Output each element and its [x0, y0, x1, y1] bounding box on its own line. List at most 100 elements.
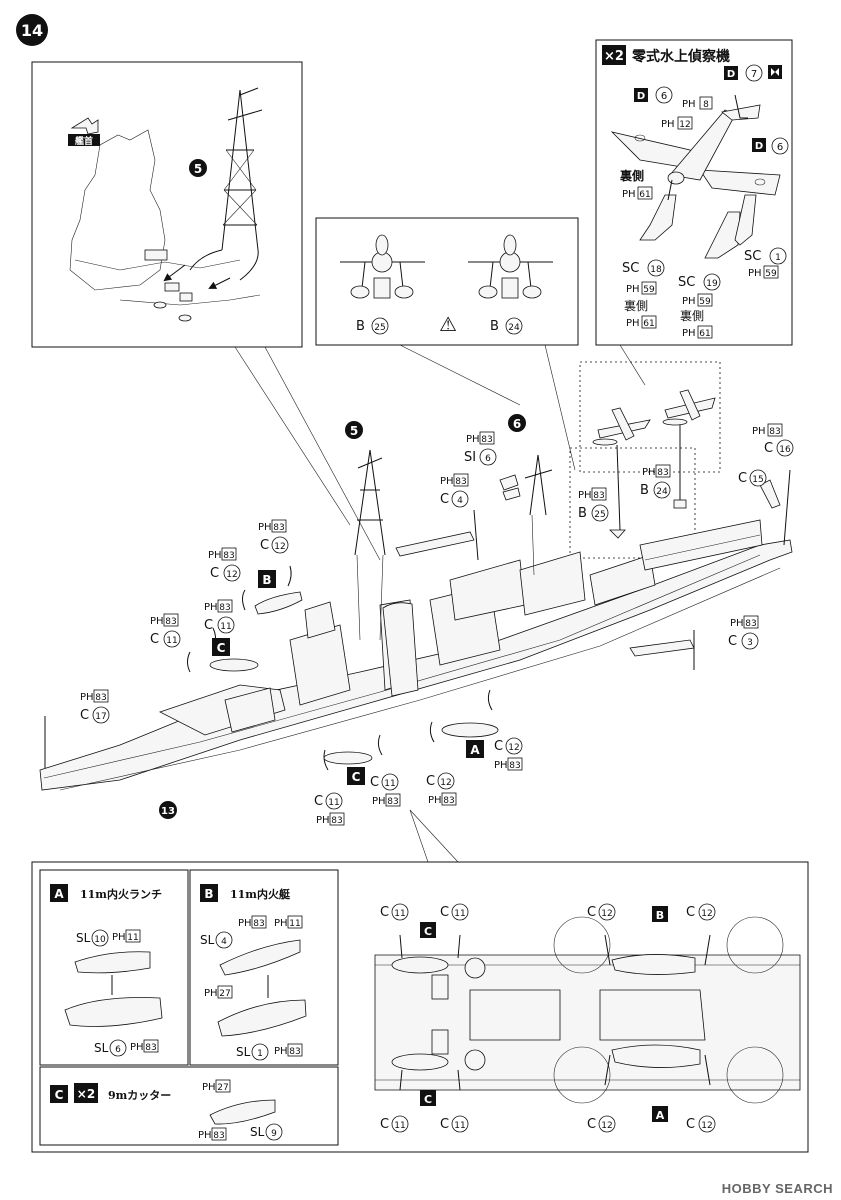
svg-text:×2: ×2: [77, 1087, 95, 1101]
svg-text:SL: SL: [250, 1125, 265, 1139]
svg-text:4: 4: [221, 937, 227, 947]
mast-tripod: [189, 87, 263, 281]
label-d6-right: D 6: [752, 137, 789, 155]
callout-lines: [234, 344, 646, 863]
svg-text:PH: PH: [626, 318, 640, 329]
svg-text:83: 83: [219, 603, 230, 613]
svg-text:15: 15: [752, 475, 763, 485]
label-sc19: SC 19 PH 59 裏側 PH 61: [678, 273, 721, 339]
svg-text:C: C: [80, 708, 89, 723]
main-mast-5: 5: [345, 421, 386, 641]
warning-icon: ⚠: [439, 312, 457, 336]
svg-text:12: 12: [701, 1121, 712, 1131]
svg-text:PH: PH: [258, 522, 272, 533]
svg-text:PH: PH: [150, 616, 164, 627]
svg-text:PH: PH: [752, 426, 766, 437]
svg-text:12: 12: [274, 542, 285, 552]
watermark: HOBBY SEARCH: [721, 1181, 833, 1196]
svg-text:PH: PH: [428, 795, 442, 806]
catapult-plane-left: [340, 234, 425, 299]
svg-text:6: 6: [777, 142, 783, 153]
svg-text:9mカッター: 9mカッター: [108, 1089, 171, 1102]
svg-text:19: 19: [706, 279, 718, 289]
svg-text:C: C: [738, 471, 747, 486]
svg-text:PH: PH: [466, 434, 480, 445]
svg-text:11: 11: [127, 933, 138, 943]
svg-text:83: 83: [95, 693, 106, 703]
svg-text:PH: PH: [238, 918, 252, 929]
svg-text:D: D: [727, 69, 735, 80]
svg-text:27: 27: [217, 1083, 228, 1093]
svg-text:SL: SL: [76, 931, 91, 945]
svg-text:61: 61: [699, 329, 710, 339]
svg-text:SC: SC: [744, 249, 761, 264]
svg-text:PH: PH: [316, 815, 330, 826]
svg-text:C: C: [217, 641, 226, 655]
svg-text:12: 12: [440, 778, 451, 788]
svg-text:3: 3: [747, 638, 753, 648]
svg-text:C: C: [55, 1088, 64, 1102]
svg-text:11: 11: [394, 1121, 405, 1131]
svg-text:C: C: [204, 618, 213, 633]
svg-text:C: C: [494, 739, 503, 754]
svg-text:4: 4: [457, 496, 463, 506]
boat-a-panel: A 11m内火ランチ SL 10 PH 11 SL 6 PH 83: [39, 869, 189, 1066]
svg-text:25: 25: [594, 510, 605, 520]
svg-text:83: 83: [657, 468, 668, 478]
svg-text:裏側: 裏側: [624, 298, 648, 313]
svg-text:PH: PH: [208, 550, 222, 561]
aircraft-detail-box: ×2 零式水上偵察機 D 6: [595, 39, 793, 346]
svg-text:83: 83: [745, 619, 756, 629]
svg-text:C: C: [728, 634, 737, 649]
boat-b-main: B: [254, 570, 303, 615]
svg-text:11m内火ランチ: 11m内火ランチ: [80, 887, 162, 901]
svg-text:83: 83: [443, 796, 454, 806]
svg-text:C: C: [426, 774, 435, 789]
svg-text:17: 17: [95, 712, 106, 722]
svg-text:B: B: [262, 573, 271, 587]
svg-text:5: 5: [350, 424, 358, 438]
svg-text:SL: SL: [94, 1041, 109, 1055]
svg-text:6: 6: [485, 454, 491, 464]
svg-text:C: C: [424, 1093, 432, 1106]
svg-text:B: B: [204, 887, 213, 901]
svg-text:10: 10: [94, 935, 106, 945]
svg-text:PH: PH: [202, 1082, 216, 1093]
svg-text:C: C: [440, 492, 449, 507]
svg-text:6: 6: [513, 417, 521, 431]
svg-text:7: 7: [751, 69, 757, 80]
svg-text:C: C: [314, 794, 323, 809]
svg-text:27: 27: [219, 989, 230, 999]
svg-text:24: 24: [508, 323, 520, 333]
svg-text:6: 6: [661, 91, 667, 102]
seaplane-mini-1: [592, 407, 651, 446]
catapult-detail-box: B 25 ⚠ B 24: [315, 217, 579, 346]
svg-text:A: A: [656, 1109, 665, 1122]
svg-text:PH: PH: [626, 284, 640, 295]
svg-text:12: 12: [226, 570, 237, 580]
svg-text:83: 83: [145, 1043, 156, 1053]
svg-text:C: C: [260, 538, 269, 553]
svg-text:PH: PH: [661, 119, 675, 130]
svg-text:C: C: [587, 905, 596, 920]
svg-text:11: 11: [289, 919, 300, 929]
bow-label: 艦首: [75, 135, 93, 147]
label-ph12: PH 12: [661, 116, 693, 130]
svg-text:C: C: [424, 925, 432, 938]
label-sc1: SC 1 PH 59: [744, 247, 787, 279]
svg-text:11m内火艇: 11m内火艇: [230, 887, 291, 901]
svg-text:83: 83: [509, 761, 520, 771]
svg-text:11: 11: [166, 636, 177, 646]
sub-step-13: 13: [159, 801, 177, 819]
label-d7: D 7: [724, 64, 782, 82]
svg-text:PH: PH: [112, 932, 126, 943]
float-left: [639, 179, 677, 241]
svg-text:1: 1: [775, 253, 781, 263]
svg-text:SL: SL: [200, 933, 215, 947]
svg-text:PH: PH: [274, 918, 288, 929]
svg-text:13: 13: [161, 806, 175, 817]
catapult-position-dashed-box: [569, 447, 696, 559]
top-view-labels: C 11 C 11 C C 12 B C 12 C C 11 C 11 A C …: [380, 903, 716, 1133]
boat-c-panel: C ×2 9mカッター PH 27 PH 83 SL 9: [39, 1066, 339, 1146]
svg-text:11: 11: [220, 622, 231, 632]
